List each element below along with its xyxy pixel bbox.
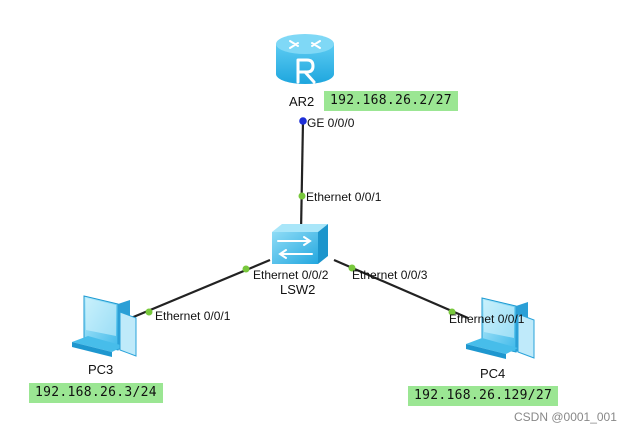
- switch-port-label-2: Ethernet 0/0/2: [253, 268, 329, 282]
- pc4-name: PC4: [480, 366, 506, 381]
- port-dot-pc4-e001: [448, 308, 456, 316]
- link-ar2-lsw2[interactable]: [299, 120, 305, 233]
- port-dot-pc3-e001: [145, 308, 153, 316]
- port-dot-lsw2-e001: [298, 192, 306, 200]
- switch-port-label-3: Ethernet 0/0/3: [352, 268, 428, 282]
- router-ip-label: 192.168.26.2/27: [324, 91, 458, 111]
- port-dot-ar2-ge000: [299, 117, 307, 125]
- switch-port-label-1: Ethernet 0/0/1: [306, 190, 382, 204]
- pc4-ip-label: 192.168.26.129/27: [408, 386, 559, 406]
- pc3-icon[interactable]: [72, 295, 137, 357]
- pc3-ip-label: 192.168.26.3/24: [29, 383, 163, 403]
- watermark-text: CSDN @0001_001: [514, 410, 617, 424]
- pc4-icon[interactable]: [466, 297, 535, 359]
- router-port-label: GE 0/0/0: [307, 116, 355, 130]
- pc4-port-label: Ethernet 0/0/1: [449, 312, 525, 326]
- port-dot-lsw2-e002: [242, 265, 250, 273]
- pc3-name: PC3: [88, 362, 114, 377]
- switch-name: LSW2: [280, 282, 316, 297]
- link-lsw2-pc4[interactable]: [333, 258, 469, 320]
- router-icon[interactable]: [276, 34, 334, 84]
- port-dot-lsw2-e003: [348, 264, 356, 272]
- pc3-port-label: Ethernet 0/0/1: [155, 309, 231, 323]
- switch-icon[interactable]: [272, 224, 328, 264]
- router-name: AR2: [289, 94, 315, 109]
